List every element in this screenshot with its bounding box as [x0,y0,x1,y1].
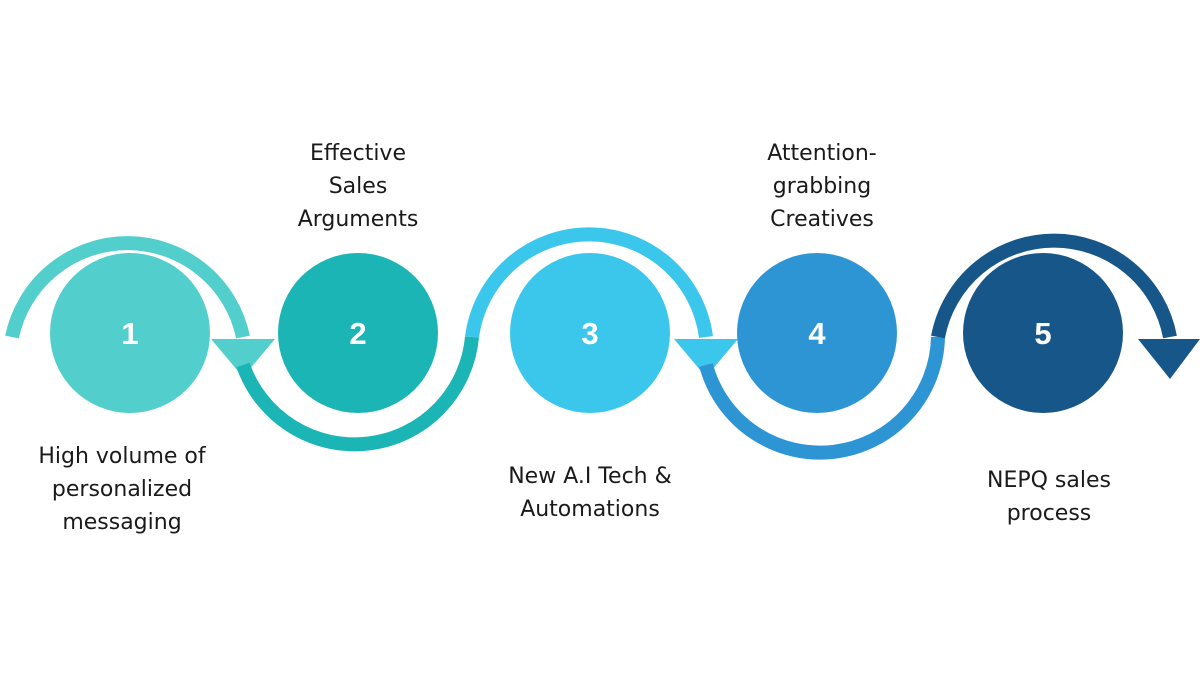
step-1-number: 1 [121,316,138,351]
step-3-label-line: Automations [520,497,660,522]
arrowhead-5 [1138,339,1200,379]
step-4-circle [737,253,897,413]
step-3-label: New A.I Tech & Automations [470,460,710,526]
flow-arc-1 [5,236,250,339]
step-1-label-line: High volume of [38,444,206,469]
step-1-label: High volume of personalized messaging [2,440,242,539]
step-5-label-line: process [1006,501,1092,526]
step-2-label: Effective Sales Arguments [238,137,478,236]
step-1-label-line: messaging [62,510,182,535]
step-2-circle [278,253,438,413]
step-1-circle [50,253,210,413]
step-4-number: 4 [808,316,826,351]
step-4-label-line: Attention- [767,141,877,166]
flow-arc-3 [465,227,713,338]
step-5-label-line: NEPQ sales [987,468,1111,493]
step-2-number: 2 [349,316,366,351]
step-3-label-line: New A.I Tech & [508,464,672,489]
step-4-label: Attention- grabbing Creatives [702,137,942,236]
step-2-label-line: Arguments [297,207,419,232]
step-4-label-line: Creatives [770,207,874,232]
step-1-label-line: personalized [51,477,193,502]
step-5-circle [963,253,1123,413]
flow-arc-4 [699,336,945,460]
step-2-label-line: Effective [310,141,406,166]
arrowhead-3 [674,339,738,377]
step-2-label-line: Sales [328,174,388,199]
arrowhead-1 [211,339,275,377]
step-3-circle [510,253,670,413]
step-5-number: 5 [1034,316,1051,351]
flow-arc-2 [236,336,479,452]
step-5-label: NEPQ sales process [929,464,1169,530]
flow-arc-5 [931,233,1177,339]
step-4-label-line: grabbing [772,174,872,199]
step-3-number: 3 [581,316,598,351]
